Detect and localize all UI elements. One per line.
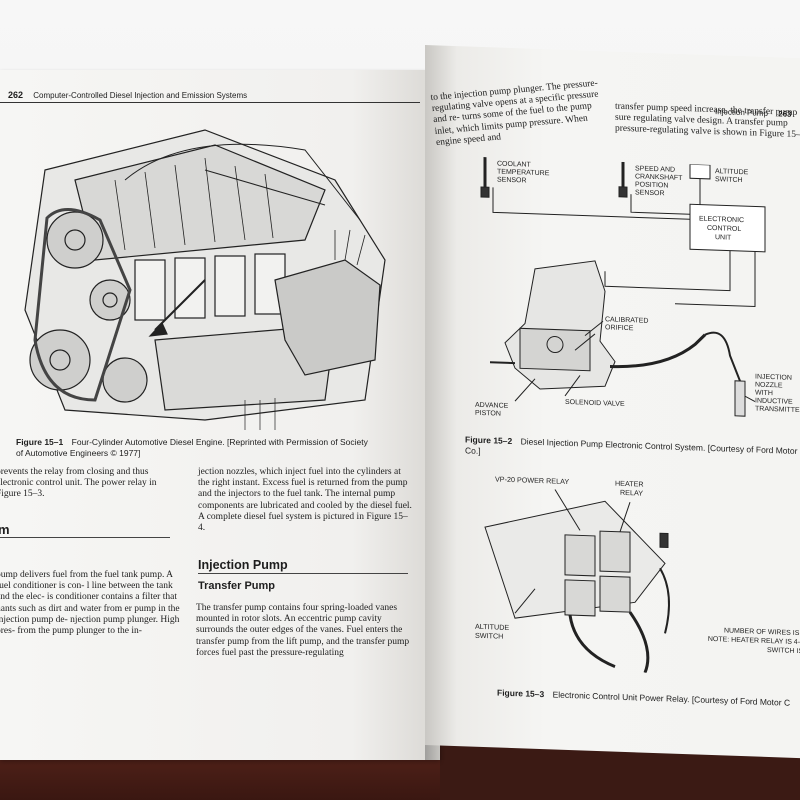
paragraph-text: prevents the relay from closing and thus… — [0, 467, 157, 500]
label-nozzle-5: TRANSMITTER — [755, 406, 800, 415]
label-speed-3: POSITION — [635, 181, 668, 189]
figure-15-1-text: Four-Cylinder Automotive Diesel Engine. … — [16, 437, 368, 458]
label-coolant-2: TEMPERATURE — [497, 169, 550, 178]
label-ecu-2: CONTROL — [707, 225, 741, 233]
section-rule — [0, 537, 170, 538]
label-calibrated-1: CALIBRATED — [605, 316, 648, 325]
figure-15-1-label: Figure 15–1 — [16, 437, 64, 447]
left-page-number: 262 — [8, 90, 24, 100]
label-ecu-3: UNIT — [715, 234, 732, 242]
label-altitude-1: ALTITUDE — [715, 168, 749, 176]
section-heading-partial: m — [0, 522, 10, 537]
label-heater-1: HEATER — [615, 479, 644, 489]
label-advance-2: PISTON — [475, 410, 501, 418]
label-altitude-switch-1: ALTITUDE — [475, 622, 509, 632]
figure-15-3-text: Electronic Control Unit Power Relay. [Co… — [552, 689, 791, 708]
figure-15-2-caption: Figure 15–2 Diesel Injection Pump Electr… — [465, 434, 800, 468]
label-nozzle-2: NOZZLE — [755, 382, 783, 390]
right-page: Injection Pump 263 to the injection pump… — [425, 45, 800, 759]
section-rule — [198, 573, 408, 574]
label-speed-4: SENSOR — [635, 189, 665, 197]
right-page-column-2: transfer pump speed increase, the transf… — [615, 102, 800, 142]
right-column-paragraph-2: The transfer pump contains four spring-l… — [196, 603, 411, 659]
figure-15-2-text: Diesel Injection Pump Electronic Control… — [465, 436, 798, 457]
label-speed-2: CRANKSHAFT — [635, 173, 683, 182]
left-column-paragraph-1: prevents the relay from closing and thus… — [0, 467, 181, 501]
figure-15-2-label: Figure 15–2 — [465, 434, 513, 447]
left-page: 262 Computer-Controlled Diesel Injection… — [0, 70, 440, 760]
label-heater-2: RELAY — [620, 488, 643, 498]
left-running-head: 262 Computer-Controlled Diesel Injection… — [8, 90, 247, 100]
left-running-title: Computer-Controlled Diesel Injection and… — [33, 91, 248, 100]
label-vp20-relay: VP-20 POWER RELAY — [495, 474, 569, 486]
figure-15-3-label: Figure 15–3 — [497, 687, 545, 700]
paragraph-text: jection nozzles, which inject fuel into … — [198, 467, 412, 534]
label-nozzle-3: WITH — [755, 390, 773, 398]
heading-injection-pump: Injection Pump — [198, 558, 288, 572]
paragraph-text: transfer pump speed increase, the transf… — [615, 101, 800, 141]
engine-illustration — [24, 129, 386, 430]
paragraph-text: pump delivers fuel from the fuel tank pu… — [0, 570, 180, 637]
label-coolant-3: SENSOR — [497, 177, 527, 185]
injection-control-diagram: COOLANT TEMPERATURE SENSOR SPEED AND CRA… — [475, 157, 800, 418]
label-coolant-1: COOLANT — [497, 161, 532, 169]
label-altitude-switch-2: SWITCH — [475, 631, 503, 641]
label-calibrated-2: ORIFICE — [605, 324, 634, 332]
label-solenoid: SOLENOID VALVE — [565, 399, 625, 408]
paragraph-text: The transfer pump contains four spring-l… — [196, 603, 410, 658]
header-rule — [0, 102, 420, 103]
power-relay-illustration: VP-20 POWER RELAY HEATER RELAY ALTITUDE … — [475, 474, 670, 674]
figure-15-3-caption: Figure 15–3 Electronic Control Unit Powe… — [497, 688, 800, 711]
right-column-paragraph-1: jection nozzles, which inject fuel into … — [198, 467, 413, 534]
label-ecu-1: ELECTRONIC — [699, 216, 744, 225]
label-speed-1: SPEED AND — [635, 165, 675, 173]
figure-15-1-caption: Figure 15–1 Four-Cylinder Automotive Die… — [16, 437, 376, 459]
label-advance-1: ADVANCE — [475, 402, 509, 410]
paragraph-text: to the injection pump plunger. The press… — [430, 78, 600, 148]
right-page-column-1: to the injection pump plunger. The press… — [430, 77, 615, 149]
left-column-paragraph-2: pump delivers fuel from the fuel tank pu… — [0, 570, 181, 637]
label-nozzle-1: INJECTION — [755, 374, 792, 382]
label-altitude-2: SWITCH — [715, 176, 743, 184]
label-nozzle-4: INDUCTIVE — [755, 398, 793, 406]
heading-transfer-pump: Transfer Pump — [198, 580, 276, 592]
